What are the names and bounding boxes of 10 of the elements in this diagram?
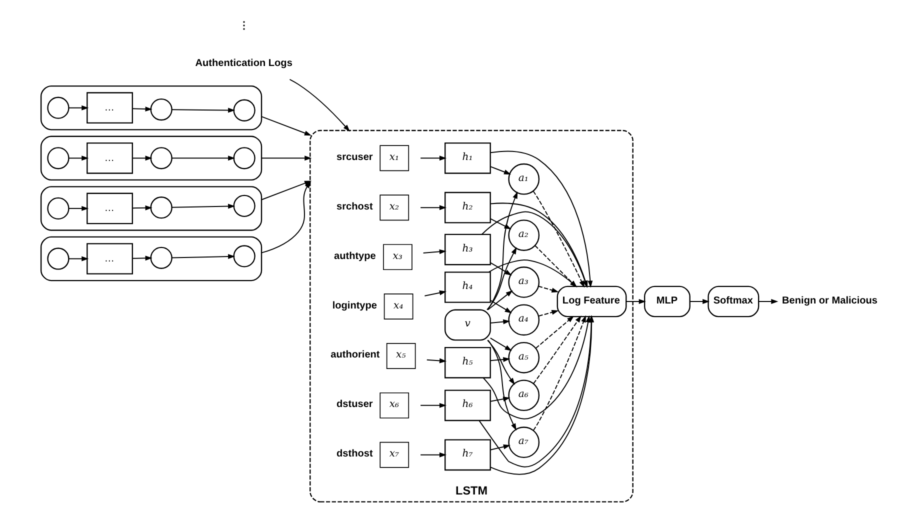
- label: ⋮: [238, 20, 249, 32]
- node-label: dsthost: [336, 448, 373, 460]
- node-label: srcuser: [336, 152, 373, 163]
- node-label: authtype: [334, 250, 376, 262]
- node-text: Benign or Malicious: [782, 295, 878, 306]
- node-label: dstuser: [336, 399, 373, 410]
- node-label: logintype: [332, 300, 377, 312]
- node-text: Authentication Logs: [195, 58, 292, 70]
- node-label: authorient: [330, 350, 380, 361]
- node-label: srchost: [336, 201, 373, 212]
